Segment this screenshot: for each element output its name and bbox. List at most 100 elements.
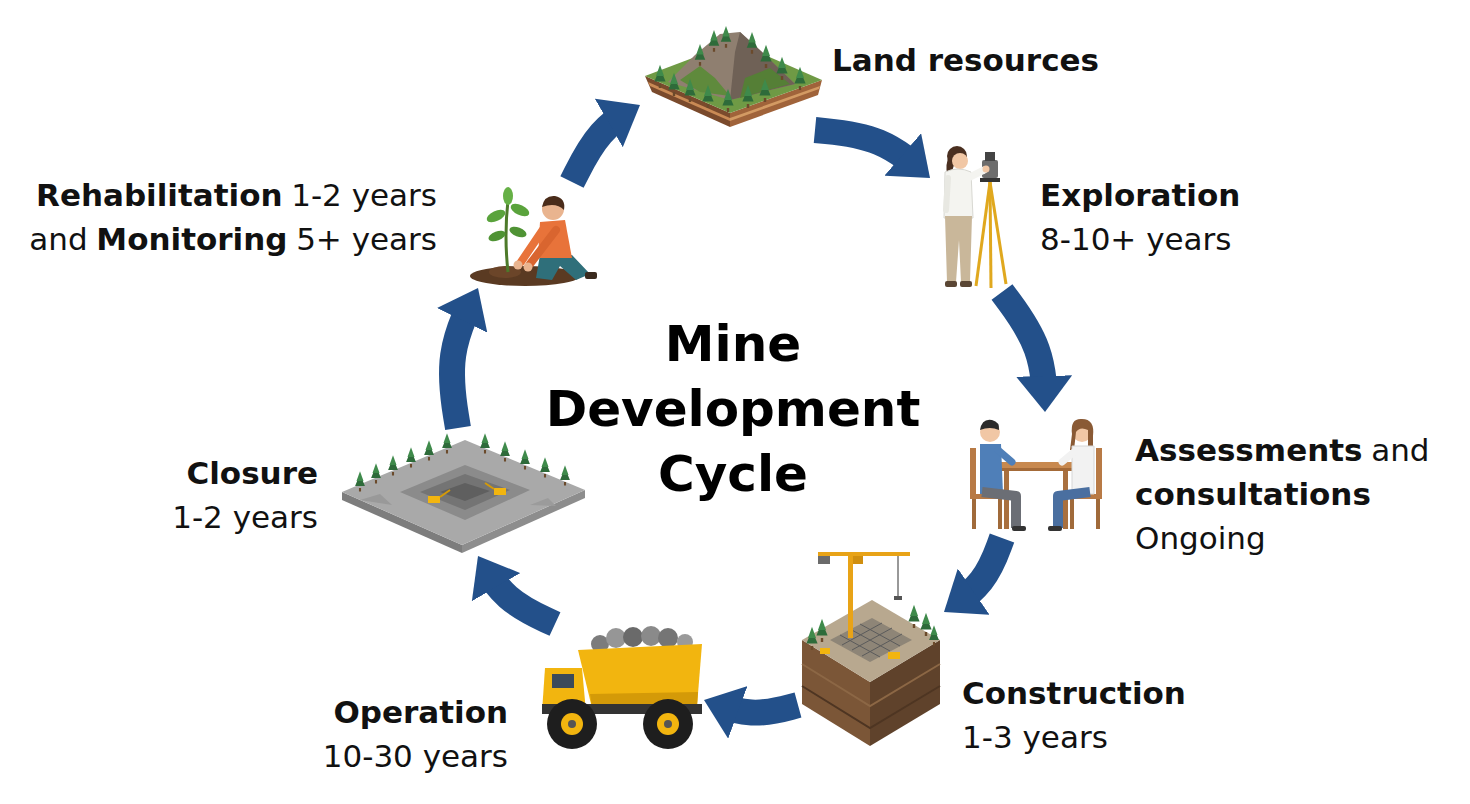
quarry-icon-part [355, 471, 365, 491]
construction-site-icon-part [802, 686, 940, 728]
stage-name: Assessments [1135, 432, 1363, 468]
planting-icon-part [524, 263, 533, 272]
meeting-icon-part [1070, 499, 1074, 529]
stage-duration: 8-10+ years [1040, 221, 1232, 257]
stage-duration: 10-30 years [323, 738, 508, 774]
stage-name: Land resources [832, 42, 1099, 78]
quarry-icon-part [530, 498, 556, 506]
land-island-icon-part [747, 32, 758, 54]
surveyor-icon-part [968, 170, 984, 178]
label-line: Operation [323, 690, 508, 734]
stage-label: Land resources [832, 38, 1099, 82]
label-line: Rehabilitation1-2 years [29, 173, 437, 217]
label-line: Construction [962, 671, 1186, 715]
cycle-arrow [944, 538, 1002, 612]
meeting-icon-part [1096, 448, 1102, 498]
meeting-icon-part [998, 450, 1012, 462]
surveyor-icon-part [982, 160, 998, 178]
stage-name: consultations [1135, 476, 1371, 512]
stage-duration: 1-3 years [962, 719, 1108, 755]
construction-site-icon-part [908, 605, 919, 628]
stage-label: AssessmentsandconsultationsOngoing [1135, 428, 1430, 560]
quarry-icon-part [424, 440, 434, 460]
stage-node: AssessmentsandconsultationsOngoing [962, 412, 1108, 538]
quarry-icon-part [420, 474, 510, 510]
land-island-icon [645, 26, 822, 127]
stage-name: Construction [962, 675, 1186, 711]
meeting-icon-part [1058, 492, 1090, 528]
surveyor-icon-part [952, 153, 968, 169]
land-island-icon-part [702, 85, 713, 108]
land-island-icon-part [760, 45, 771, 68]
planting-icon-part [503, 187, 513, 205]
meeting-icon-part [1012, 526, 1026, 531]
planting-icon-part [508, 225, 528, 240]
meeting-icon-part [1062, 452, 1074, 462]
land-island-icon-part [684, 79, 695, 102]
surveyor-icon-part [985, 152, 995, 161]
construction-site-icon-part [853, 556, 863, 564]
planting-icon [470, 187, 597, 286]
dump-truck-icon [542, 626, 702, 749]
meeting-icon [970, 419, 1102, 531]
planting-icon-part [530, 230, 556, 264]
land-island-icon-part [742, 85, 753, 108]
cycle-arrow [1002, 292, 1045, 412]
stage-name: Exploration [1040, 177, 1240, 213]
quarry-icon-part [442, 433, 452, 453]
label-line: Land resources [832, 38, 1099, 82]
planting-icon-part [509, 201, 531, 219]
meeting-icon-part [998, 499, 1002, 529]
surveyor-icon-part [976, 182, 990, 286]
stage-label: Exploration 8-10+ years [1040, 173, 1240, 261]
stage-node: Operation10-30 years [538, 624, 704, 752]
stage-label: Closure1-2 years [172, 451, 318, 539]
stage-duration: 1-2 years [291, 177, 437, 213]
planting-icon-part [536, 255, 590, 280]
surveyor-icon-part [946, 178, 948, 210]
surveyor-icon-part [990, 182, 991, 288]
dump-truck-icon-part [578, 644, 702, 708]
construction-site-icon-part [830, 618, 912, 662]
meeting-icon-part [972, 499, 976, 529]
stage-name: Operation [333, 694, 508, 730]
dump-truck-icon-part [643, 699, 693, 749]
stage-duration: and [1371, 432, 1429, 468]
surveyor-icon-part [945, 281, 957, 287]
stage-node: Construction1-3 years [798, 538, 944, 748]
stage-name: Monitoring [96, 221, 287, 257]
cycle-arrow [452, 288, 478, 428]
construction-site-icon [802, 552, 940, 746]
land-island-icon-part [794, 67, 805, 90]
quarry-icon-part [500, 441, 510, 461]
stage-node: Rehabilitation1-2 yearsandMonitoring5+ y… [462, 182, 598, 288]
construction-site-icon-part-part [852, 628, 892, 650]
planting-icon-part [485, 207, 507, 225]
planting-icon-part [506, 200, 508, 272]
quarry-icon-part [540, 457, 550, 477]
quarry-icon-part [406, 447, 416, 467]
quarry-icon-part [360, 494, 392, 505]
meeting-icon-part [1096, 499, 1100, 529]
construction-site-icon-part [929, 625, 939, 645]
planting-icon-part [487, 229, 507, 244]
label-line: 10-30 years [323, 734, 508, 778]
stage-node: Exploration8-10+ years [930, 140, 1010, 292]
meeting-icon-part [998, 468, 1074, 471]
stage-label: Construction 1-3 years [962, 671, 1186, 759]
cycle-arrow [704, 700, 798, 713]
dump-truck-icon-part [657, 713, 679, 735]
label-line: Ongoing [1135, 516, 1430, 560]
meeting-icon-part [1048, 526, 1062, 531]
construction-site-icon-part [894, 596, 902, 600]
label-line: Exploration [1040, 173, 1240, 217]
stage-name: Closure [186, 455, 318, 491]
quarry-icon-part [342, 440, 585, 545]
label-line: 1-3 years [962, 715, 1186, 759]
quarry-icon-part [400, 465, 530, 520]
land-island-icon-part [695, 44, 706, 66]
land-island-icon-part [722, 89, 733, 112]
quarry-icon-part [494, 488, 506, 495]
quarry-icon [342, 433, 585, 553]
